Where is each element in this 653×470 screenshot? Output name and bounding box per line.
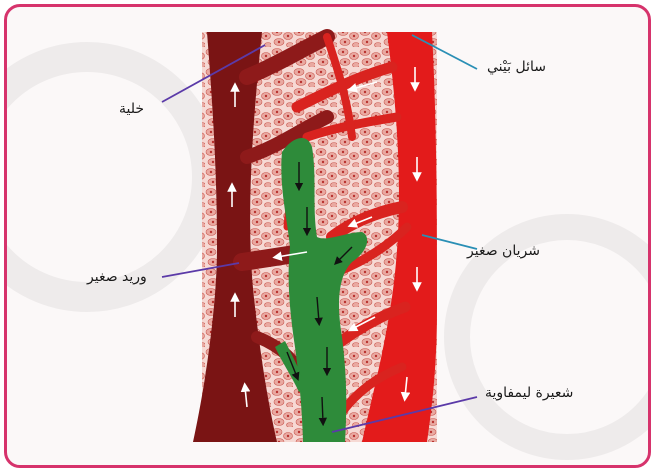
label-lymph-capillary: شعيرة ليمفاوية [485,385,573,401]
label-interstitial-fluid: سائل بَيْني [487,59,546,75]
label-small-artery: شريان صغير [467,243,540,259]
label-small-vein: وريد صغير [87,269,147,285]
diagram-frame: سائل بَيْني خلية شريان صغير وريد صغير شع… [4,4,651,468]
label-cell: خلية [119,101,144,117]
